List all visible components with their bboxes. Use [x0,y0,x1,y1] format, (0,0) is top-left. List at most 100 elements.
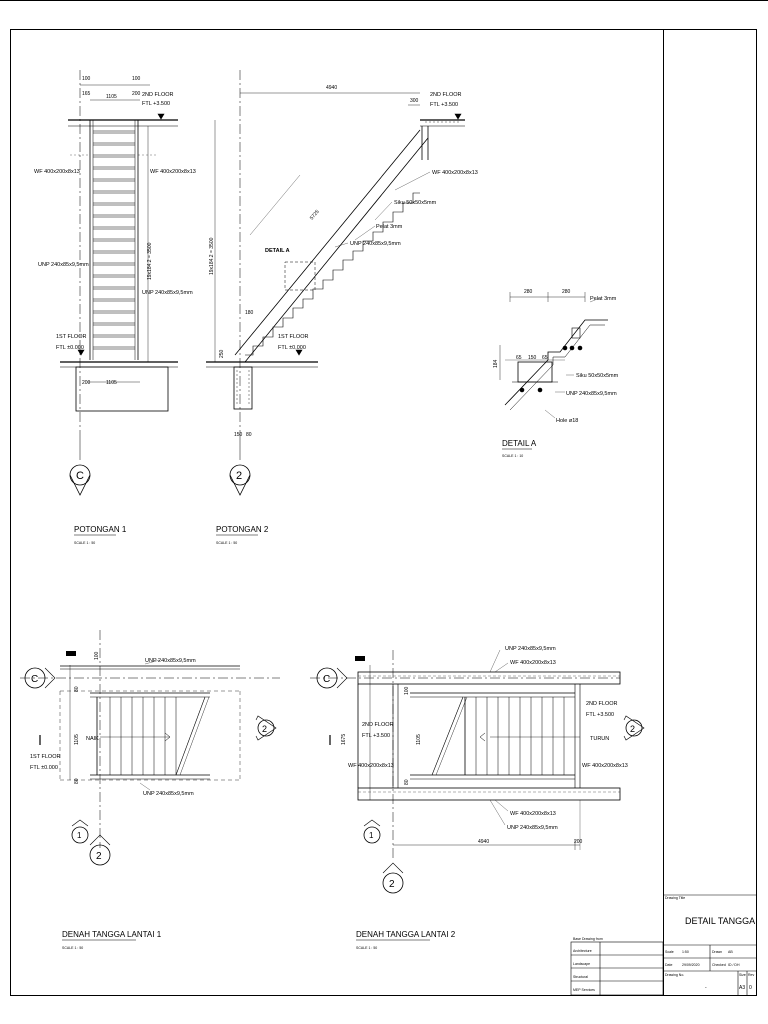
section-2-labels: 4940 300 2ND FLOOR FTL +3.500 WF 400x200… [209,85,478,545]
detail-a-ref: DETAIL A [265,248,290,254]
pelat-label-a: Pelat 3mm [590,296,617,302]
dim-150-s2: 150 [234,432,243,438]
drawing-no-label: Drawing No. [665,973,684,977]
grid-1-text-p1: 1 [77,831,82,840]
dim-1105-top: 1105 [106,94,117,100]
unp-label-a: UNP 240x85x9,5mm [566,391,617,397]
rise-dim-2: 19x184.2 = 3500 [209,237,215,275]
ftl-2-left-label: FTL +3.500 [362,733,390,739]
dim-100-p1: 100 [94,651,100,660]
size-label: Size [739,973,746,977]
wf-right-label-p2: WF 400x200x8x13 [582,763,628,769]
siku-label-s2: Siku 50x50x5mm [394,200,437,206]
ftl-2-label-s2: FTL +3.500 [430,102,458,108]
discipline-2: Structural [573,975,588,979]
wf-label-s2: WF 400x200x8x13 [432,170,478,176]
discipline-0: Architecture [573,949,592,953]
dim-100-left: 100 [82,76,91,82]
floor-2-right-label: 2ND FLOOR [586,701,618,707]
dim-280-b: 280 [562,289,571,295]
unp-left-label: UNP 240x85x9,5mm [38,262,89,268]
dim-1675: 1675 [341,734,347,745]
dim-1105-bottom: 1105 [106,380,117,386]
title-block-labels: Drawing Title DETAIL TANGGA Base Drawing… [573,896,755,992]
naik-label: NAIK [86,736,99,742]
plan-2 [310,649,645,894]
floor-2-label-s2: 2ND FLOOR [430,92,462,98]
dim-80-b-p1: 80 [74,778,80,784]
rev-label: Rev [748,973,754,977]
unp-label-s2: UNP 240x85x9,5mm [350,241,401,247]
dim-80-p2: 80 [404,779,410,785]
pelat-label-s2: Pelat 3mm [376,224,403,230]
rev-value: 0 [749,985,752,991]
dim-184: 184 [493,359,499,368]
section-1 [60,70,178,496]
dim-200-bottom: 200 [82,380,91,386]
unp-right-label: UNP 240x85x9,5mm [142,290,193,296]
dim-250: 250 [219,349,225,358]
discipline-1: Landscape [573,962,590,966]
ftl-1-label-p1: FTL ±0.000 [30,765,58,771]
grid-2b-text-p1: 2 [96,851,102,862]
floor-1-label: 1ST FLOOR [56,334,86,340]
plan-1 [20,630,280,866]
dim-1105-p2: 1105 [416,734,422,745]
plan-2-scale: SCALE 1 : 50 [356,946,377,950]
detail-a-title: DETAIL A [502,439,537,448]
dim-80-a-p1: 80 [74,686,80,692]
wf-right-label: WF 400x200x8x13 [150,169,196,175]
title-block [570,894,756,996]
unp-top-label-p2: UNP 240x85x9,5mm [505,646,556,652]
ftl-2-label: FTL +3.500 [142,101,170,107]
sheet-border [10,29,757,996]
dim-65-b: 65 [542,355,548,361]
grid-2-text-p2: 2 [630,724,635,734]
dim-180: 180 [245,310,254,316]
hole-label-a: Hole ø18 [556,418,578,424]
dim-65-a: 65 [516,355,522,361]
section-2-title: POTONGAN 2 [216,525,269,534]
grid-2b-text-p2: 2 [389,879,395,890]
floor-1-label-p1: 1ST FLOOR [30,754,60,760]
dim-4940: 4940 [326,85,337,91]
scale-label: Scale [665,950,674,954]
grid-1-text-p2: 1 [369,831,374,840]
siku-label-a: Siku 50x50x5mm [576,373,619,379]
dim-100-p2: 100 [404,686,410,695]
dim-150-a: 150 [528,355,537,361]
grid-c-text-p1: C [31,674,38,685]
detail-a-labels: 280 280 Pelat 3mm 184 65 150 65 Siku 50x… [493,289,619,458]
dim-200-p2: 200 [574,839,583,845]
drawn-label: Drawn [712,950,722,954]
dim-100-right: 100 [132,76,141,82]
checked-label: Checked [712,963,726,967]
section-1-scale: SCALE 1 : 50 [74,541,95,545]
drawing-no-value: - [705,985,707,991]
dim-300: 300 [410,98,419,104]
diag-dim-5725: 5725 [309,209,321,222]
size-value: A3 [739,985,745,991]
unp-top-label-p1: UNP 240x85x9,5mm [145,658,196,664]
drawn-value: AB [728,950,733,954]
wf-top-label-p2: WF 400x200x8x13 [510,660,556,666]
grid-c-text-p2: C [323,674,330,685]
unp-bottom-label-p1: UNP 240x85x9,5mm [143,791,194,797]
plan-1-title: DENAH TANGGA LANTAI 1 [62,930,162,939]
date-label: Date [665,963,672,967]
floor-1-label-s2: 1ST FLOOR [278,334,308,340]
plan-2-labels: UNP 240x85x9,5mm WF 400x200x8x13 WF 400x… [323,646,635,950]
dim-80-s2: 80 [246,432,252,438]
floor-2-left-label: 2ND FLOOR [362,722,394,728]
rise-dim-1: 19x184.2 = 3500 [147,242,153,280]
scale-value: 1:50 [682,950,689,954]
turun-label: TURUN [590,736,609,742]
discipline-3: MEP Services [573,988,595,992]
detail-a-scale: SCALE 1 : 10 [502,454,523,458]
grid-c-text: C [76,470,84,482]
base-drawing-label: Base Drawing from [573,937,603,941]
plan-1-scale: SCALE 1 : 50 [62,946,83,950]
drawing-title-label: Drawing Title [665,896,685,900]
section-2-scale: SCALE 1 : 50 [216,541,237,545]
